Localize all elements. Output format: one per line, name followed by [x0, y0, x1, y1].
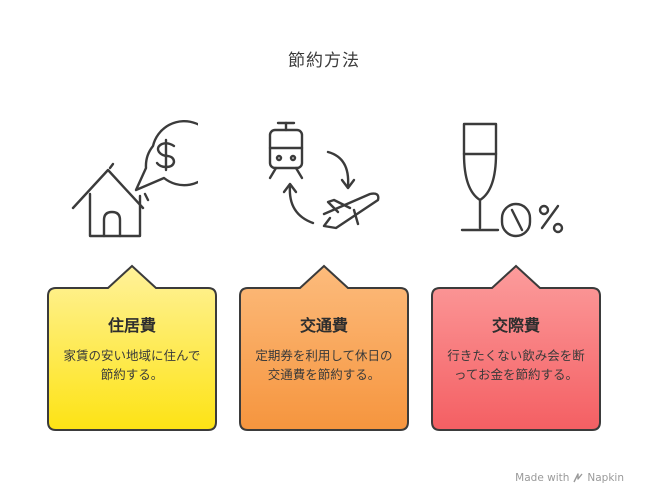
diagram-title: 節約方法	[288, 51, 360, 71]
card-transport-description: 定期券を利用して休日の交通費を節約する。	[255, 348, 393, 382]
train-plane-icon	[268, 121, 380, 230]
card-social-description: 行きたくない飲み会を断ってお金を節約する。	[447, 348, 585, 382]
card-housing: 住居費 家賃の安い地域に住んで節約する。	[46, 262, 218, 434]
made-with-napkin-footer[interactable]: Made with Napkin	[515, 472, 624, 484]
napkin-logo-icon	[573, 473, 583, 483]
made-with-label: Made with	[515, 472, 570, 484]
card-transport: 交通費 定期券を利用して休日の交通費を節約する。	[238, 262, 410, 434]
card-social: 交際費 行きたくない飲み会を断ってお金を節約する。	[430, 262, 602, 434]
napkin-brand-label: Napkin	[587, 472, 624, 484]
house-dollar-icon	[71, 120, 198, 238]
card-housing-title: 住居費	[107, 316, 156, 335]
card-social-background	[431, 264, 601, 431]
card-housing-description: 家賃の安い地域に住んで節約する。	[63, 348, 201, 382]
card-social-title: 交際費	[491, 316, 540, 335]
card-transport-background	[239, 264, 409, 431]
card-housing-background	[47, 264, 217, 431]
glass-pill-percent-icon	[460, 122, 564, 238]
card-transport-title: 交通費	[299, 316, 348, 335]
